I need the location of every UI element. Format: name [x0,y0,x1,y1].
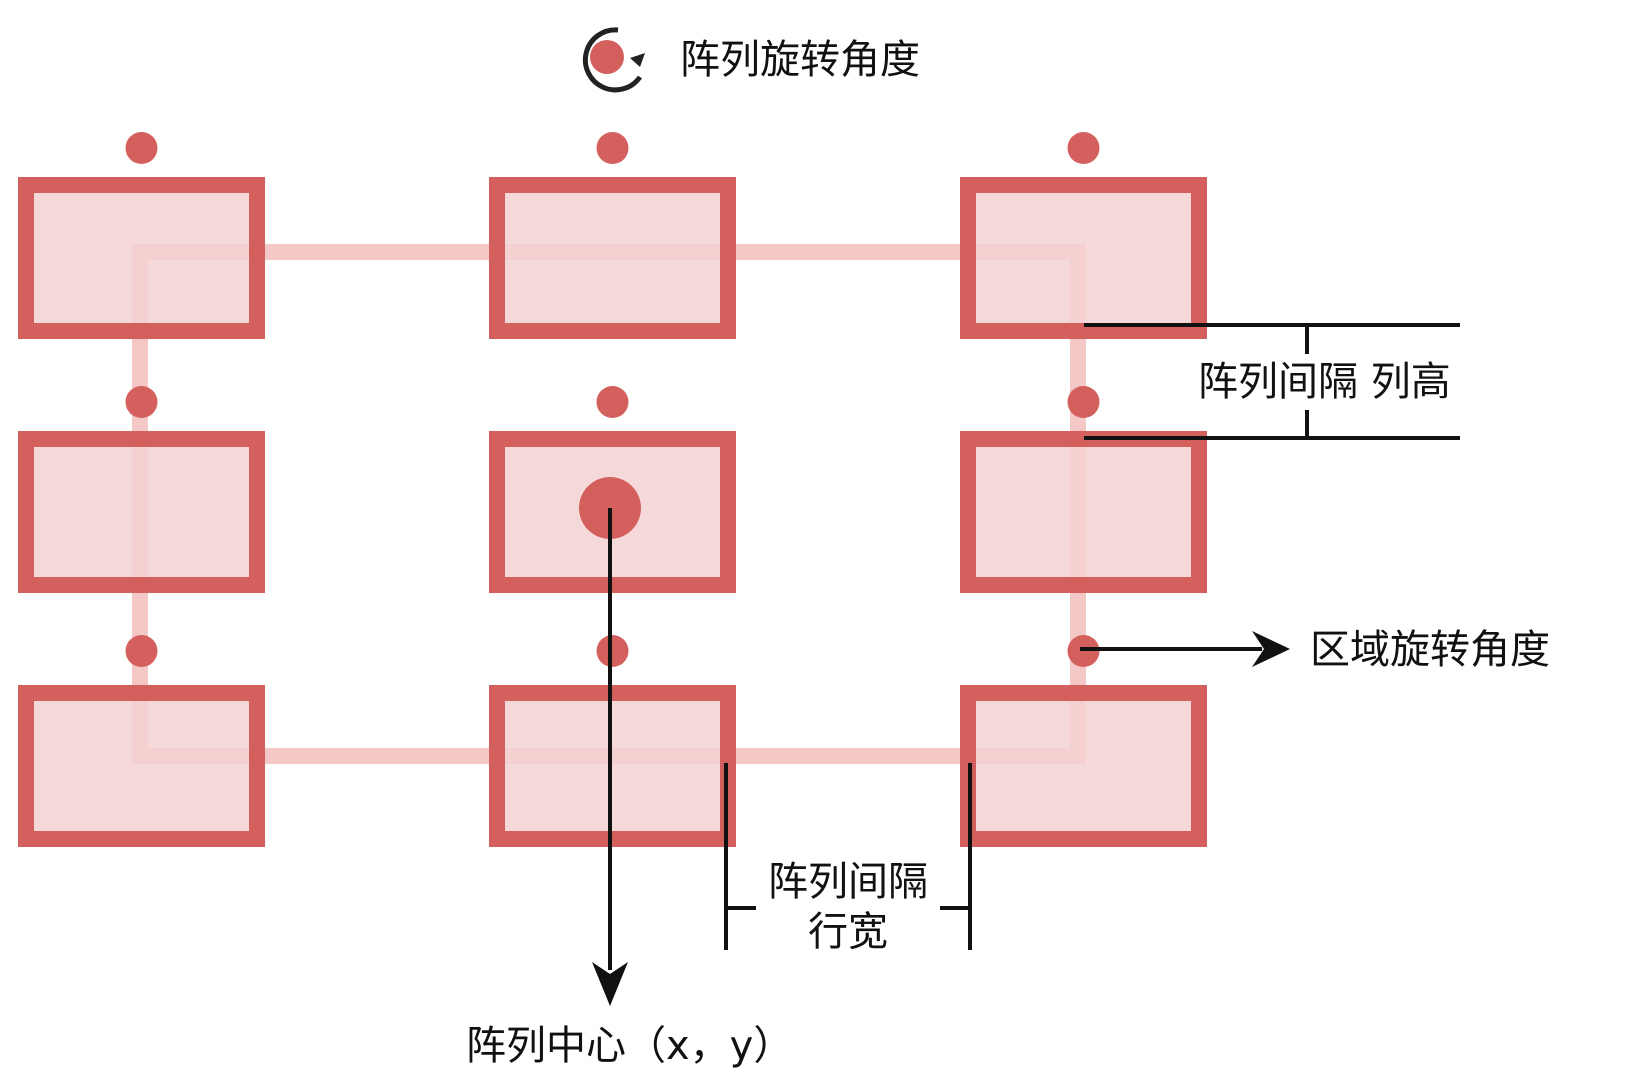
array-cell-r1-c2 [489,177,736,339]
array-cell-r3-c3 [960,685,1207,847]
rotation-handle-r2-c1 [125,386,158,418]
rotation-handles [125,132,1100,667]
array-cell-r3-c2 [489,685,736,847]
arrow-right-icon [1080,631,1290,667]
col-spacing-label-line1: 阵列间隔 [768,859,928,905]
row-spacing-bracket [1084,323,1460,440]
rotation-handle-r1-c1 [125,132,158,164]
array-cell-r3-c1 [18,685,265,847]
array-cell-r1-c3 [960,177,1207,339]
array-cell-r1-c1 [18,177,265,339]
col-spacing-bracket [724,763,972,950]
rotation-handle-r2-c3 [1067,386,1100,418]
array-center-label: 阵列中心（x，y） [466,1023,794,1069]
array-cell-r2-c1 [18,431,265,593]
rotation-handle-r3-c2 [596,635,629,667]
rotation-handle-r1-c3 [1067,132,1100,164]
array-cell-r2-c3 [960,431,1207,593]
col-spacing-label-line2: 行宽 [808,909,888,955]
rotation-handle-r2-c2 [596,386,629,418]
rotation-handle-r3-c1 [125,635,158,667]
array-cells [18,177,1207,847]
arrow-down-icon [592,508,628,1006]
row-spacing-label: 阵列间隔 列高 [1198,359,1451,405]
rotate-icon [582,27,645,93]
rotation-handle-r1-c2 [596,132,629,164]
array-rotation-label: 阵列旋转角度 [680,37,920,83]
region-rotation-label: 区域旋转角度 [1310,627,1550,673]
